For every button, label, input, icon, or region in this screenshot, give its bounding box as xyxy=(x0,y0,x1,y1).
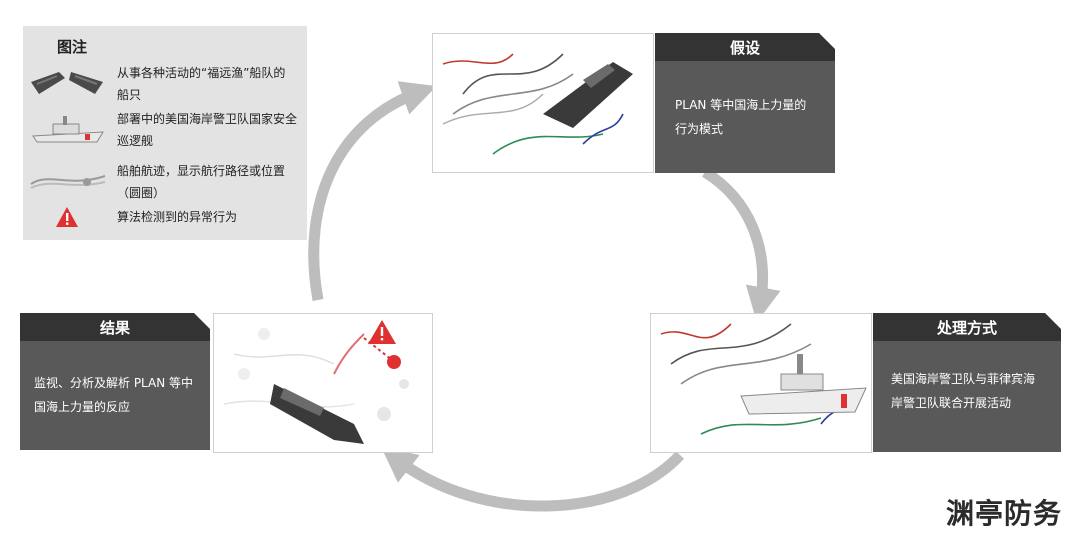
method-image xyxy=(650,313,872,453)
results-desc: 监视、分析及解析 PLAN 等中国海上力量的反应 xyxy=(20,341,210,450)
method-header: 处理方式 xyxy=(873,313,1061,341)
hypothesis-desc: PLAN 等中国海上力量的行为模式 xyxy=(655,61,835,173)
method-scene xyxy=(660,323,867,435)
legend-item-track: 船舶航迹，显示航行路径或位置（圆圈） xyxy=(117,164,286,200)
legend-item-anomaly: 算法检测到的异常行为 xyxy=(117,210,238,224)
legend-box: 图注 从事各种活动的“福远渔”船队的船只 部署中的美国海岸警卫队国家安全巡逻舰 … xyxy=(23,26,307,240)
ship-track-icon xyxy=(30,175,106,189)
hypothesis-image xyxy=(432,33,654,173)
results-warning-icon xyxy=(368,320,396,344)
arrow-method-to-results xyxy=(381,447,685,512)
arrow-hypothesis-to-method xyxy=(702,167,781,323)
method-desc: 美国海岸警卫队与菲律宾海岸警卫队联合开展活动 xyxy=(873,341,1061,452)
fishing-vessel-icon xyxy=(31,72,103,94)
cutter-icon xyxy=(32,116,104,143)
arrow-results-to-hypothesis xyxy=(308,81,437,301)
warning-triangle-icon xyxy=(56,207,78,227)
legend-item-cutter: 部署中的美国海岸警卫队国家安全巡逻舰 xyxy=(117,112,298,148)
legend-title: 图注 xyxy=(57,38,88,56)
hypothesis-header: 假设 xyxy=(655,33,835,61)
results-image xyxy=(213,313,433,453)
results-header: 结果 xyxy=(20,313,210,341)
watermark: 渊亭防务 xyxy=(945,497,1062,530)
hypothesis-scene xyxy=(442,53,633,155)
results-scene xyxy=(223,320,409,444)
legend-item-fishing: 从事各种活动的“福远渔”船队的船只 xyxy=(117,66,286,102)
